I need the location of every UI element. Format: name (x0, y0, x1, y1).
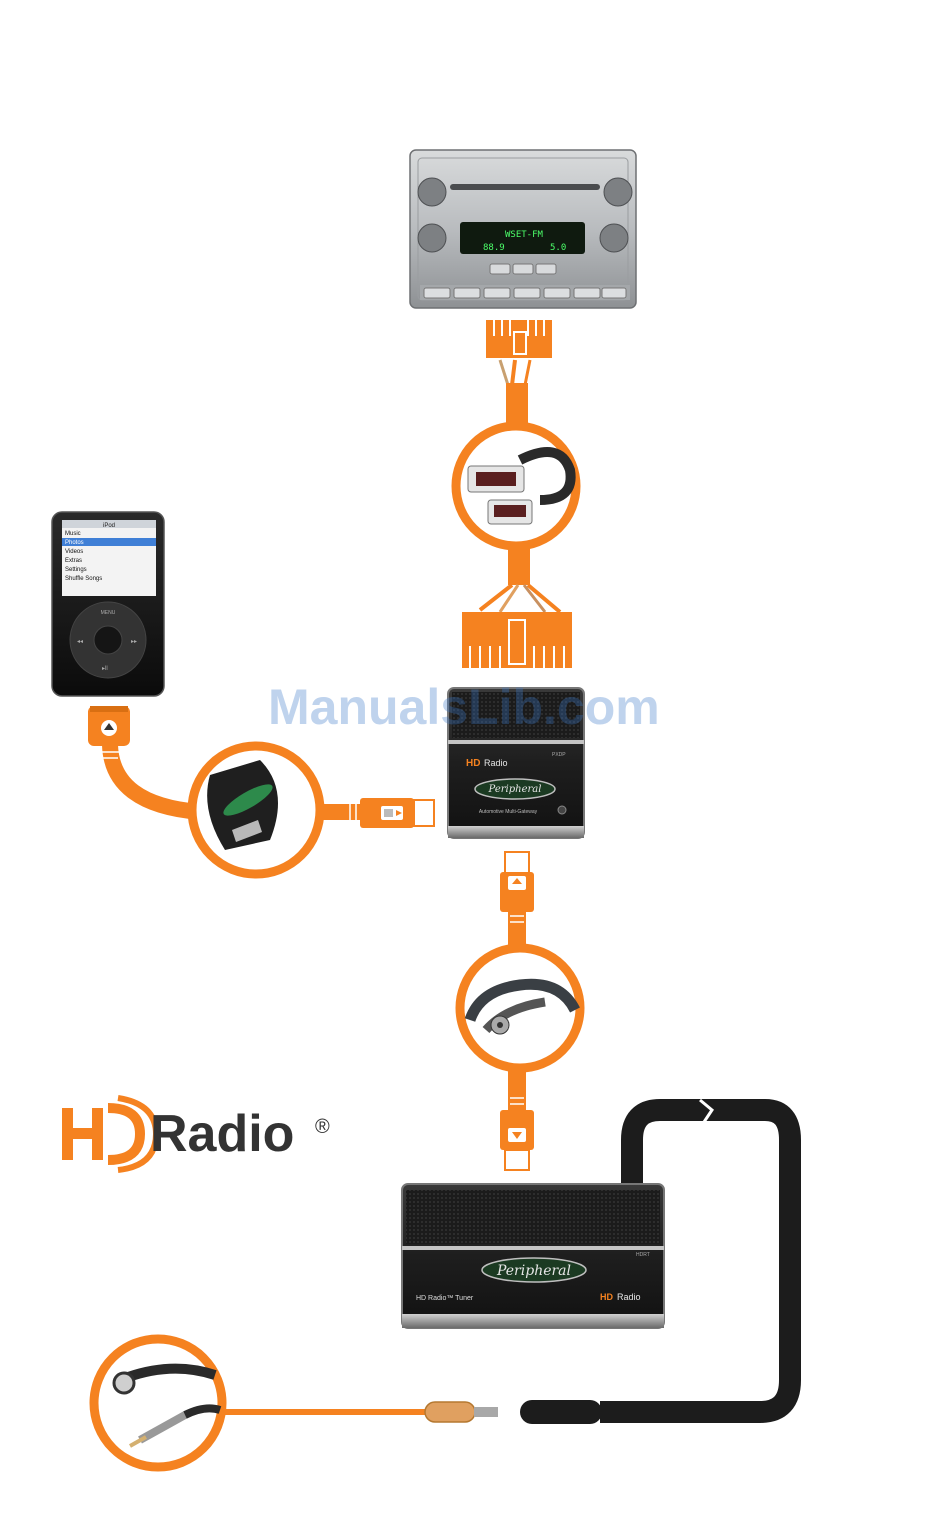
car-radio: WSET-FM 88.9 5.0 (410, 150, 636, 308)
left-knob-icon (418, 224, 446, 252)
preset-buttons (424, 288, 626, 298)
ipod-play-icon: ▸ll (102, 666, 108, 672)
tuner-model-tag: Peripheral (496, 1263, 571, 1279)
radio-display-line1: WSET-FM (505, 230, 544, 240)
antenna-adapter-cable (225, 1402, 498, 1422)
gateway-caption: Automotive Multi-Gateway (479, 809, 538, 815)
tuner-model-code: HDRT (636, 1252, 650, 1258)
ipod-wheel-menu-label: MENU (101, 610, 116, 616)
watermark: ManualsLib.com (268, 672, 708, 742)
tuner-hd-logo: HD (600, 1292, 613, 1302)
tuner-caption: HD Radio™ Tuner (416, 1295, 474, 1302)
ipod-menu-item: Settings (65, 567, 87, 573)
ipod-menu-item: Photos (65, 540, 84, 546)
ipod-menu-item: Music (65, 531, 81, 537)
hd-radio-logo (62, 1098, 156, 1170)
ipod-rewind-icon: ◂◂ (77, 639, 83, 645)
ipod-title: iPod (103, 523, 115, 529)
gateway-hd-logo: HD (466, 758, 480, 769)
ipod-forward-icon: ▸▸ (131, 639, 137, 645)
ipod-connector-closeup (192, 746, 320, 874)
gateway-brand: Radio (484, 758, 508, 768)
tune-knob-icon (604, 178, 632, 206)
right-knob-icon (600, 224, 628, 252)
gateway-harness-cable (480, 545, 560, 612)
registered-mark: ® (315, 1116, 330, 1139)
cd-slot (450, 184, 600, 190)
antenna-adapter-closeup (94, 1339, 222, 1467)
gateway-model-code: PXDP (552, 752, 566, 758)
coax-cable-closeup (460, 948, 580, 1068)
ipod-cable-plug (350, 798, 434, 828)
radio-display-line3: 5.0 (550, 243, 566, 253)
ipod-menu-item: Videos (65, 549, 83, 555)
volume-knob-icon (418, 178, 446, 206)
ipod-center-button (94, 626, 122, 654)
radio-harness-cable (500, 360, 530, 428)
hd-radio-tuner: Peripheral HDRT HD Radio™ Tuner HD Radio (402, 1184, 664, 1328)
ipod-menu-item: Shuffle Songs (65, 576, 102, 582)
gateway-model-tag: Peripheral (488, 784, 542, 795)
gateway-output-plug (500, 852, 534, 922)
harness-connector-closeup (456, 426, 576, 546)
tuner-brand: Radio (617, 1292, 641, 1302)
hd-radio-logo-word: Radio (150, 1103, 294, 1165)
ipod: iPod Music Photos Videos Extras Settings… (52, 512, 164, 696)
ipod-menu-item: Extras (65, 558, 82, 564)
radio-display-line2: 88.9 (483, 243, 505, 253)
radio-harness-connector (486, 320, 552, 358)
gateway-harness-connector (462, 612, 572, 668)
